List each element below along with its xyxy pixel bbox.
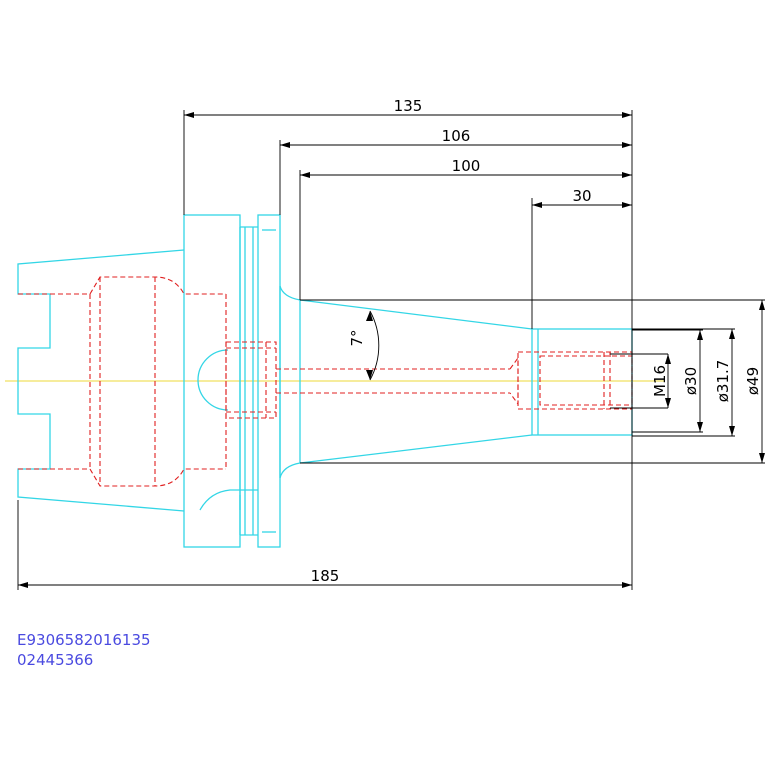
dim-30: 30 <box>572 187 591 205</box>
order-number: 02445366 <box>17 651 94 669</box>
dim-angle-7: 7° <box>348 329 366 346</box>
dim-185: 185 <box>311 567 340 585</box>
dim-100: 100 <box>452 157 481 175</box>
dim-dia-30: ø30 <box>682 367 700 395</box>
dim-106: 106 <box>442 127 471 145</box>
dim-dia-49: ø49 <box>744 367 762 395</box>
holder-outline <box>17 214 633 548</box>
part-codes: E9306582016135 02445366 <box>17 630 151 670</box>
dimension-lines <box>17 110 765 590</box>
arrowheads <box>18 112 765 588</box>
hidden-lines <box>18 276 633 487</box>
part-number: E9306582016135 <box>17 631 151 649</box>
dim-thread-m16: M16 <box>651 365 669 397</box>
dim-135: 135 <box>394 97 423 115</box>
dim-dia-31-7: ø31.7 <box>714 360 732 403</box>
